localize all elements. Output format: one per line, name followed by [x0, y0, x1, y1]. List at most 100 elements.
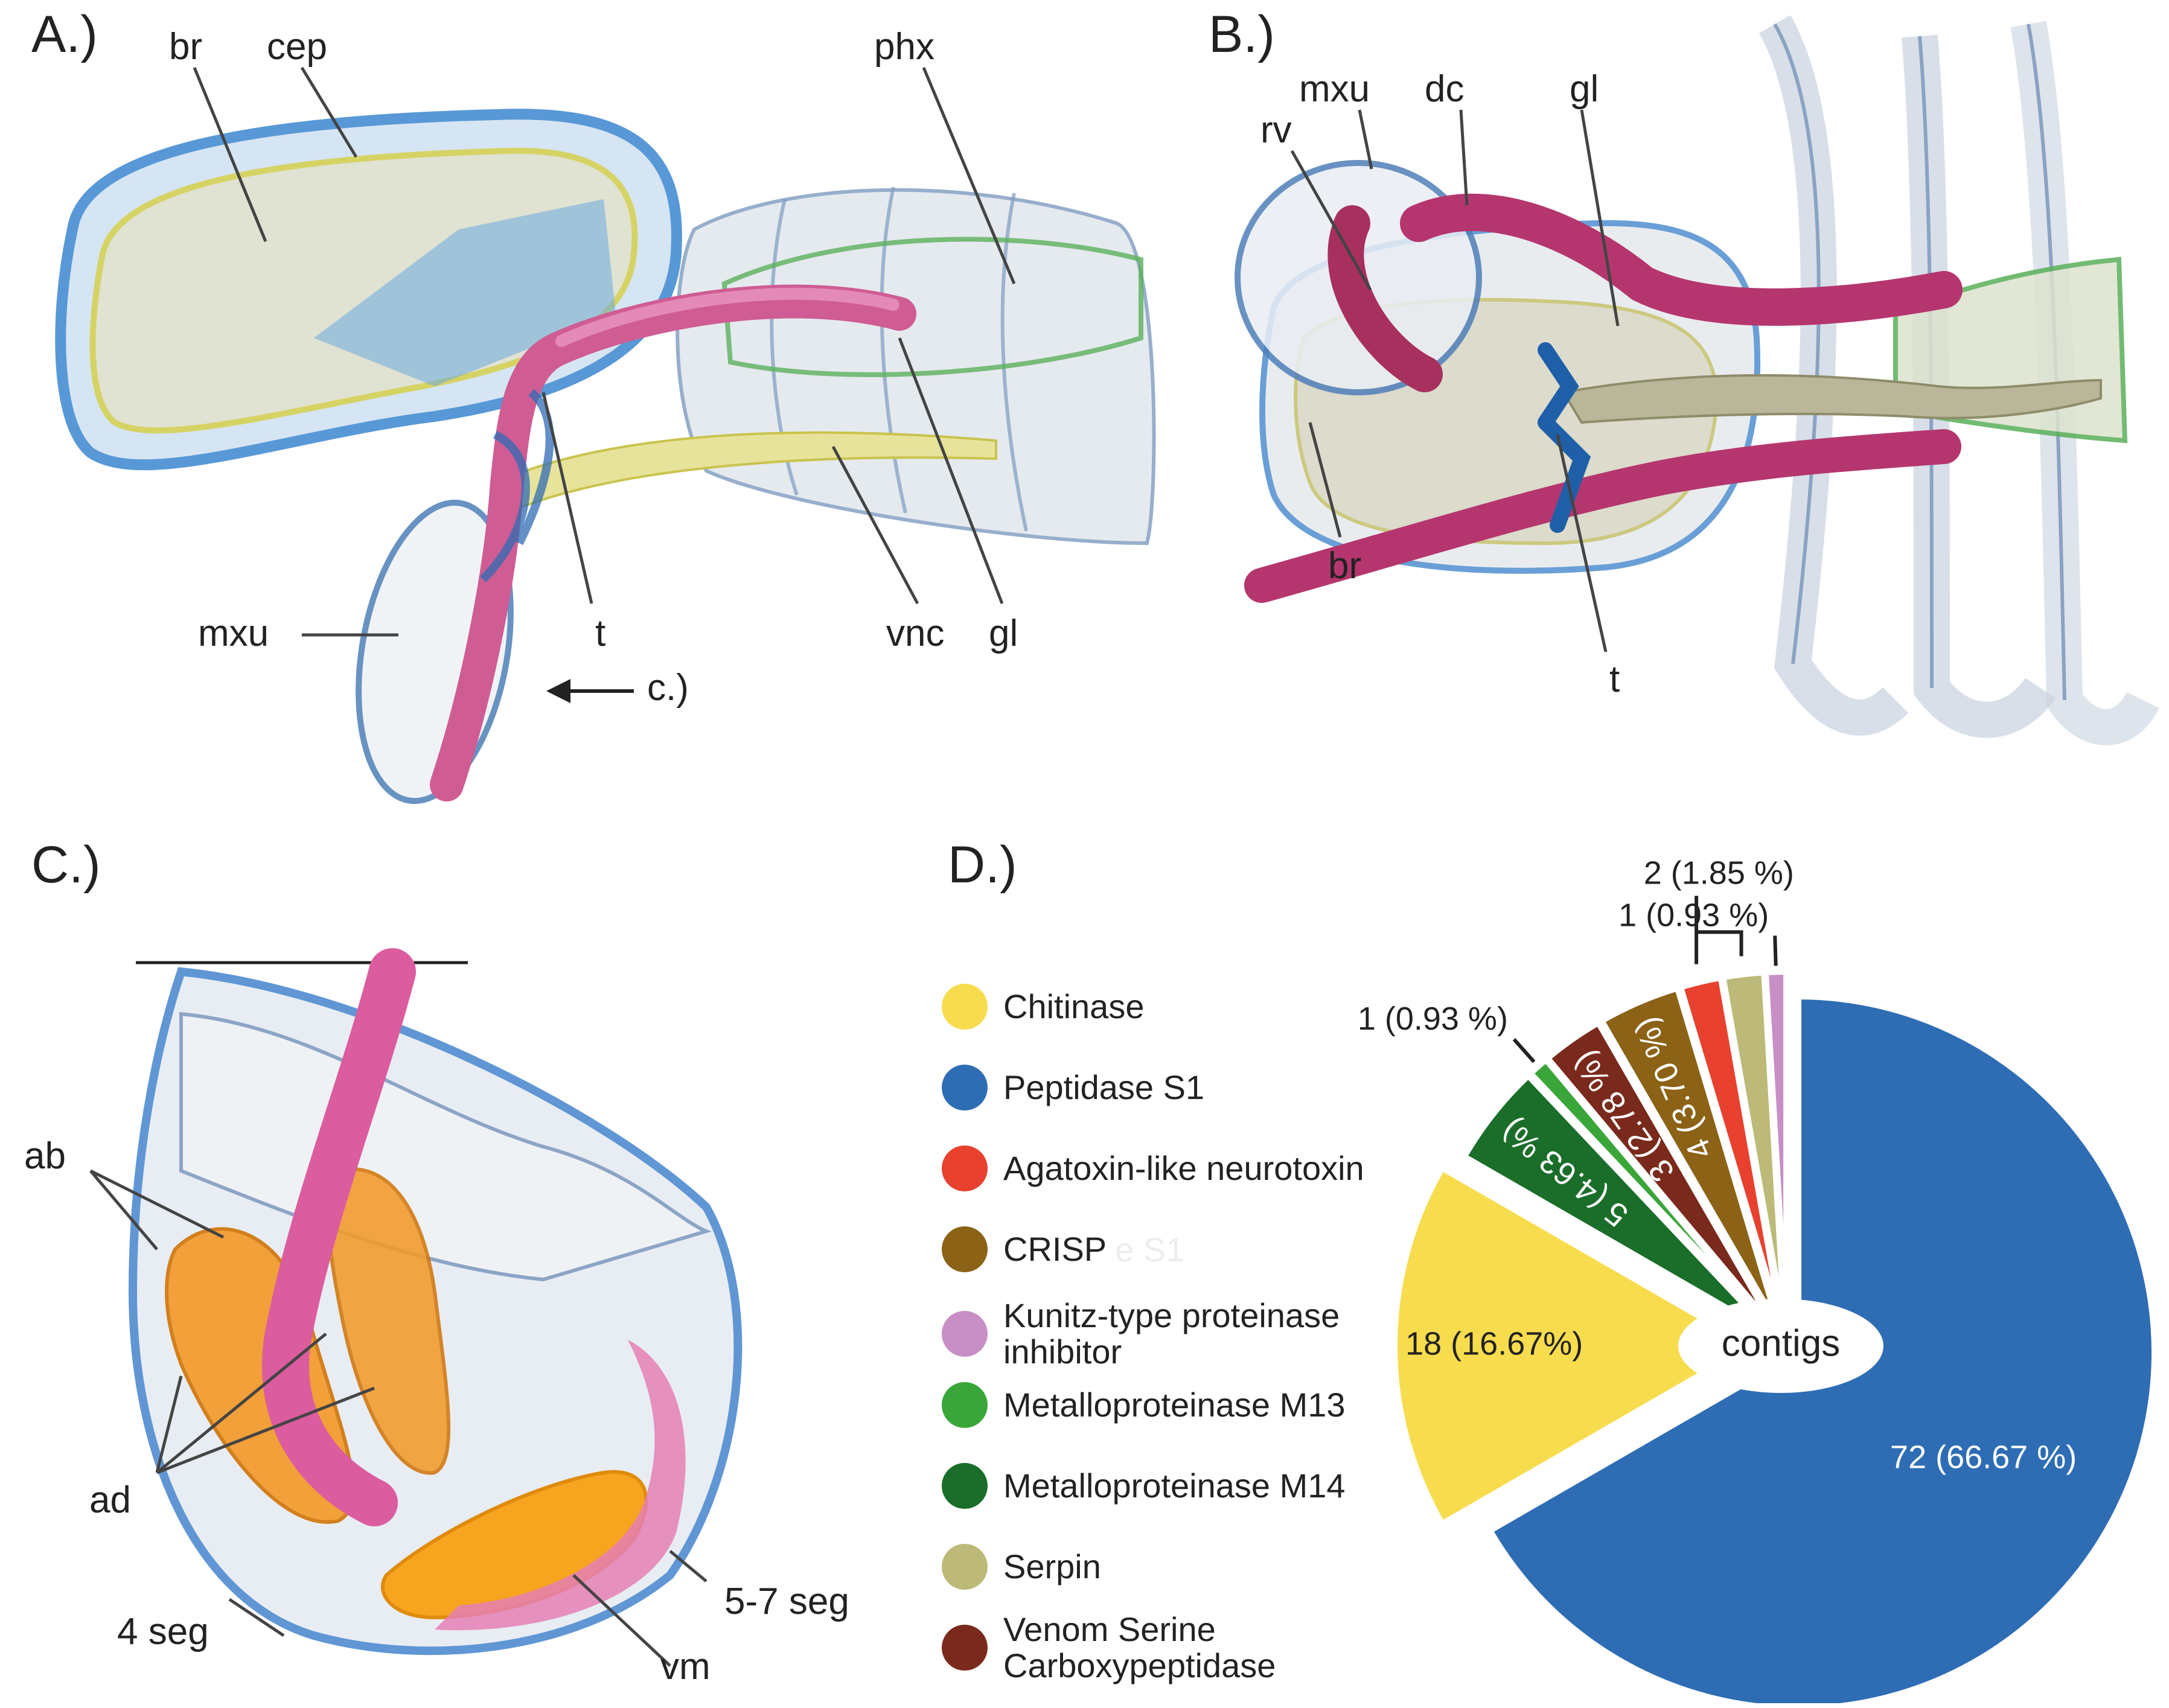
annotation-cep: cep [267, 26, 327, 68]
leader-vnc [831, 445, 919, 605]
legend-swatch [942, 1065, 988, 1111]
annotation-mxu: mxu [198, 613, 269, 654]
leader-b-t [1556, 434, 1608, 652]
body-segment-line-2 [880, 186, 907, 514]
leg-1 [1759, 15, 1909, 736]
pie-slice-venom-serine-carboxypeptidase [1543, 1018, 1780, 1333]
digestive-channel-shape [1561, 374, 2102, 424]
leader-ab-1 [89, 1170, 158, 1251]
panel-c-illustration [89, 948, 743, 1667]
annotation-b-rv: rv [1260, 109, 1292, 151]
annotation-b-dc: dc [1425, 68, 1465, 110]
pie-label-chitinase: 18 (16.67%) [1405, 1325, 1583, 1362]
legend-label: Serpin [1003, 1547, 1101, 1585]
pie-bracket [1695, 930, 1743, 964]
pie-label-peptidase-s1: 72 (66.67 %) [1890, 1439, 2077, 1475]
pie-leader-metalloproteinase-m13 [1512, 1038, 1536, 1063]
annotation-arrow-c: c.) [647, 667, 689, 709]
legend: Chitinase Peptidase S1 Agatoxin-like neu… [942, 984, 1425, 1708]
annotation-b-gl: gl [1570, 68, 1599, 110]
annotation-57seg: 5-7 seg [724, 1581, 849, 1622]
leader-vm [572, 1574, 671, 1667]
annotation-b-mxu: mxu [1299, 68, 1370, 110]
legend-swatch [942, 1311, 988, 1357]
panel-a-label: A.) [31, 5, 98, 63]
annotation-vm: vm [660, 1646, 711, 1687]
legend-swatch [942, 1226, 988, 1272]
leader-gl [898, 337, 1004, 604]
pie-slice-metalloproteinase-m14 [1460, 1071, 1775, 1337]
pie-center-label: contigs [1722, 1322, 1840, 1364]
leader-b-mxu [1358, 109, 1373, 170]
leader-cep [300, 66, 358, 158]
pie-center-ellipse [1678, 1299, 1883, 1393]
legend-item-crisp: CRISP e S1 [942, 1226, 1184, 1272]
panel-d-label: D.) [948, 836, 1017, 894]
leader-br [193, 67, 267, 242]
pie-bracket-label: 2 (1.85 %) [1644, 855, 1794, 891]
legend-item-peptidase-s1: Peptidase S1 [942, 1065, 1204, 1111]
annotation-vnc: vnc [886, 613, 945, 654]
pink-sheath [435, 1340, 686, 1631]
legend-label: Metalloproteinase M14 [1003, 1467, 1346, 1505]
panel-c: C.) ab ad 4 seg 5-7 seg vm [0, 833, 942, 1703]
leader-ad-3 [156, 1386, 375, 1474]
muscle-orange-2 [326, 1167, 451, 1475]
legend-swatch [942, 1382, 988, 1428]
leader-b-br [1308, 422, 1342, 538]
legend-label: Metalloproteinase M13 [1003, 1386, 1346, 1424]
panel-b-illustration [1235, 15, 2159, 745]
venom-duct-c [262, 948, 416, 1526]
legend-label: Chitinase [1003, 987, 1145, 1025]
panel-a: A.) br cep phx mxu t vnc gl c.) [0, 0, 1183, 833]
legend-label: CRISP [1003, 1230, 1107, 1268]
leader-ad-1 [155, 1375, 183, 1473]
panel-b: B.) mxu dc gl rv br t [1183, 0, 2169, 833]
leader-b-rv [1290, 150, 1372, 291]
legend-ghost-text: e S1 [1115, 1230, 1185, 1269]
panel-a-illustration [55, 66, 1156, 805]
legend-swatch [942, 984, 988, 1030]
pie-slice-chitinase [1391, 1164, 1757, 1528]
leader-ab-2 [89, 1169, 225, 1239]
legend-label: Kunitz-type proteinase inhibitor [1003, 1296, 1340, 1371]
leader-t [541, 392, 593, 604]
leader-b-gl [1580, 109, 1620, 327]
annotation-4seg: 4 seg [117, 1611, 209, 1652]
legend-item-venom-serine: Venom Serine Carboxypeptidase [942, 1611, 1341, 1684]
legend-item-chitinase: Chitinase [942, 984, 1144, 1030]
ventral-nerve-cord-shape [493, 431, 997, 515]
pie-slice-crisp [1597, 984, 1783, 1331]
panel-b-label: B.) [1209, 5, 1275, 63]
legend-item-agatoxin: Agatoxin-like neurotoxin [942, 1146, 1364, 1191]
legend-swatch [942, 1544, 988, 1590]
pie-slice-kunitz-type-proteinase-inhibitor [1762, 969, 1790, 1328]
panel-c-label: C.) [31, 836, 101, 894]
legend-label: Venom Serine Carboxypeptidase [1003, 1610, 1276, 1684]
annotation-ad: ad [89, 1479, 131, 1521]
tissue-lattice [480, 389, 554, 582]
panel-d: D.) Chitinase Peptidase S1 Agatoxin-like… [942, 833, 2169, 1703]
pie-label-kunitz-type-proteinase-inhibitor: 1 (0.93 %) [1618, 897, 1769, 933]
legend-item-m14: Metalloproteinase M14 [942, 1463, 1346, 1509]
legend-label: Peptidase S1 [1003, 1068, 1205, 1106]
leader-4seg [228, 1598, 285, 1637]
annotation-b-t: t [1609, 658, 1620, 700]
annotation-b-br: br [1328, 545, 1362, 587]
legend-label: Agatoxin-like neurotoxin [1003, 1149, 1364, 1187]
legend-item-serpin: Serpin [942, 1544, 1101, 1590]
annotation-t: t [595, 613, 606, 654]
venom-gland-shape [430, 284, 916, 801]
gland-upper-shape [1400, 193, 1963, 326]
annotation-phx: phx [874, 26, 934, 68]
legend-swatch [942, 1146, 988, 1191]
leader-b-dc [1459, 109, 1469, 206]
body-segment-line-3 [1000, 193, 1028, 532]
leg-outline-1 [1773, 23, 1821, 664]
annotation-gl: gl [989, 613, 1018, 654]
green-gland-outline [721, 237, 1143, 377]
annotation-br: br [169, 26, 203, 68]
legend-item-kunitz: Kunitz-type proteinase inhibitor [942, 1298, 1378, 1370]
leader-ad-2 [156, 1333, 327, 1474]
venom-gland-highlight [555, 287, 899, 347]
